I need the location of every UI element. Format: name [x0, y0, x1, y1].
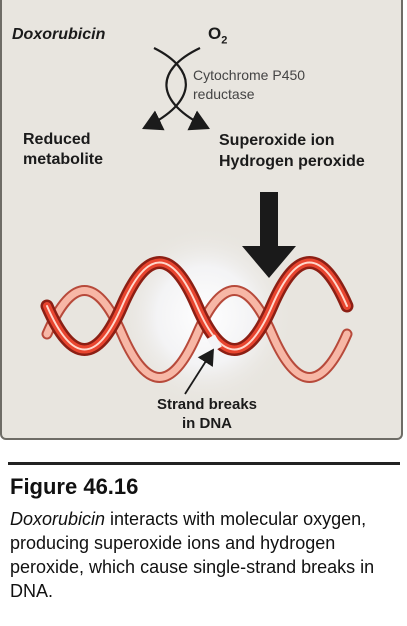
strand-break-pointer: [184, 348, 214, 395]
drug-label: Doxorubicin: [12, 26, 106, 43]
figure-caption: Doxorubicin interacts with molecular oxy…: [10, 507, 402, 603]
reduced-metabolite-label: Reduced metabolite: [23, 131, 104, 168]
diagram-panel: Doxorubicin O2 Cytochrome P450 reductase…: [0, 0, 403, 440]
oxygen-symbol: O: [208, 24, 222, 43]
strand-break-gap: [207, 334, 222, 352]
oxygen-label: O2: [208, 24, 227, 46]
caption-divider: [8, 462, 400, 465]
diagram-graphics: [40, 47, 354, 406]
reaction-arrow-right: [165, 47, 210, 131]
reactive-oxygen-products-label: Superoxide ion Hydrogen peroxide: [219, 132, 365, 170]
dna-front-strand: [40, 256, 354, 356]
damage-arrow: [242, 192, 296, 278]
enzyme-label: Cytochrome P450 reductase: [193, 67, 306, 102]
caption-drug-name: Doxorubicin: [10, 509, 106, 529]
oxygen-subscript: 2: [221, 34, 228, 47]
strand-breaks-label: Strand breaks in DNA: [156, 396, 258, 432]
reaction-arrow-left: [142, 47, 187, 131]
caption-text: interacts with molecular oxygen, produci…: [10, 509, 375, 601]
figure-number: Figure 46.16: [10, 474, 139, 499]
dna-back-strand: [41, 285, 353, 383]
